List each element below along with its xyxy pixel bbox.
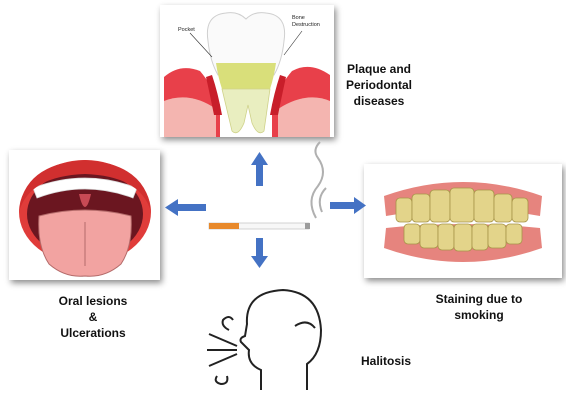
oral-label-line2: & [38,309,148,325]
staining-label-line2: smoking [404,307,554,323]
oral-lesions-label: Oral lesions & Ulcerations [38,293,148,341]
arrow-down-icon [251,238,268,268]
smoke-icon [311,142,326,218]
plaque-label-line1: Plaque and [336,61,422,77]
staining-label: Staining due to smoking [404,291,554,323]
arrow-left-icon [165,199,206,216]
plaque-label-line3: diseases [336,93,422,109]
plaque-label: Plaque and Periodontal diseases [336,61,422,109]
cigarette-icon [209,223,310,229]
oral-label-line3: Ulcerations [38,325,148,341]
staining-label-line1: Staining due to [404,291,554,307]
oral-label-line1: Oral lesions [38,293,148,309]
arrow-up-icon [251,152,268,186]
halitosis-label: Halitosis [352,353,420,369]
plaque-label-line2: Periodontal [336,77,422,93]
arrow-right-icon [330,197,366,214]
